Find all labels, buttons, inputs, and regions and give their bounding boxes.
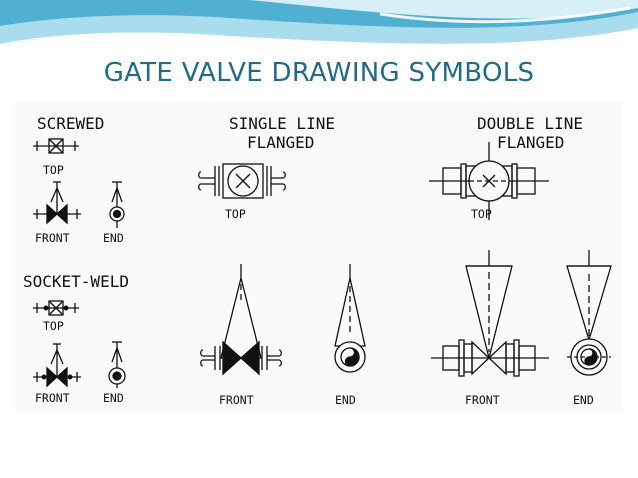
- socket-weld-front-symbol: [33, 343, 81, 388]
- screwed-end-symbol: [109, 181, 125, 228]
- label-screwed-end: END: [103, 231, 124, 245]
- drawing-panel: SCREWED TOP FRONT END SOCKET-WELD TOP FR…: [15, 102, 623, 412]
- slide-title: GATE VALVE DRAWING SYMBOLS: [103, 58, 535, 88]
- socket-weld-top-symbol: [33, 300, 79, 316]
- label-screwed-front: FRONT: [35, 231, 70, 245]
- label-double-line-2: FLANGED: [497, 133, 564, 152]
- label-double-line-end: END: [573, 393, 594, 407]
- double-line-flanged-front-symbol: [431, 250, 549, 377]
- label-screwed-top: TOP: [43, 163, 64, 177]
- single-line-flanged-end-symbol: [334, 264, 366, 373]
- label-single-line-end: END: [335, 393, 356, 407]
- label-single-line-1: SINGLE LINE: [229, 114, 335, 133]
- label-single-line-front: FRONT: [219, 393, 254, 407]
- banner-wave-light: [250, 0, 638, 19]
- valve-symbols-drawing: SCREWED TOP FRONT END SOCKET-WELD TOP FR…: [23, 114, 612, 407]
- single-line-flanged-front-symbol: [200, 264, 282, 376]
- label-screwed: SCREWED: [37, 114, 104, 133]
- label-socket-weld-top: TOP: [43, 319, 64, 333]
- banner-streak: [379, 6, 631, 24]
- double-line-flanged-end-symbol: [566, 250, 612, 376]
- label-socket-weld-end: END: [103, 391, 124, 405]
- screwed-front-symbol: [33, 181, 81, 225]
- socket-weld-end-symbol: [108, 341, 126, 388]
- label-double-line-top: TOP: [471, 207, 492, 221]
- label-double-line-front: FRONT: [465, 393, 500, 407]
- single-line-flanged-top-symbol: [198, 163, 286, 199]
- label-single-line-2: FLANGED: [247, 133, 314, 152]
- header-banner: [0, 0, 638, 44]
- label-socket-weld: SOCKET-WELD: [23, 272, 129, 291]
- label-double-line-1: DOUBLE LINE: [477, 114, 583, 133]
- double-line-flanged-top-symbol: [429, 142, 549, 220]
- label-socket-weld-front: FRONT: [35, 391, 70, 405]
- screwed-top-symbol: [33, 138, 79, 154]
- label-single-line-top: TOP: [225, 207, 246, 221]
